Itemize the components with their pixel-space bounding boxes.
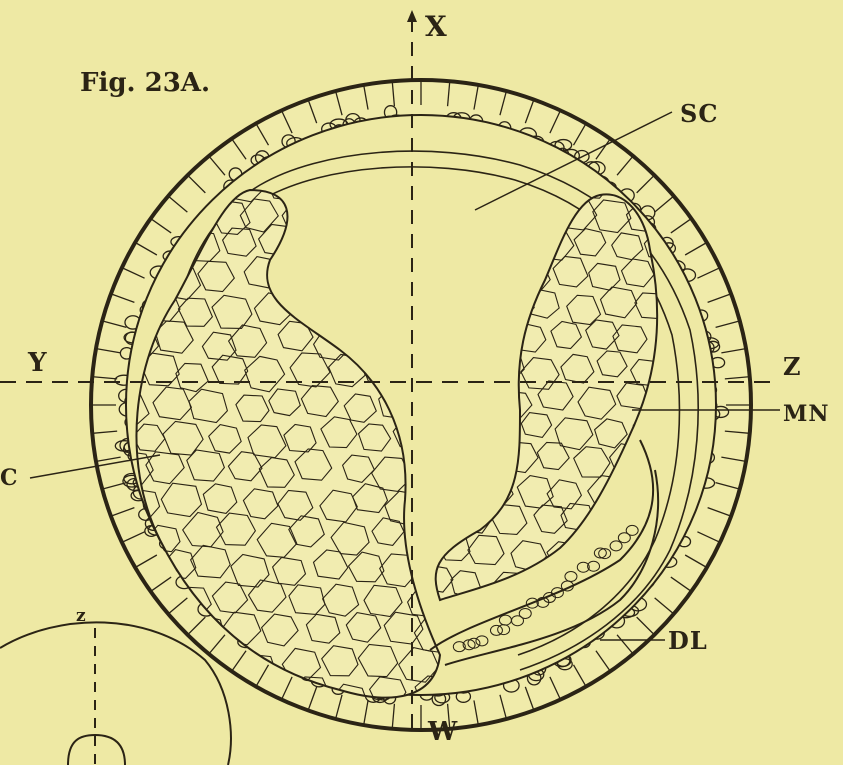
label-c: C: [0, 467, 19, 489]
axis-label-w: W: [428, 719, 458, 745]
label-mn: MN: [783, 403, 829, 425]
cell: [113, 618, 151, 650]
cell: [108, 682, 148, 716]
axis-label-z: Z: [783, 355, 802, 379]
cell: [129, 646, 162, 674]
label-dl: DL: [668, 629, 708, 653]
cell: [143, 687, 176, 714]
label-sc: SC: [680, 102, 718, 126]
cell: [220, 688, 255, 717]
axis-label-y: Y: [28, 350, 48, 376]
figure-title: Fig. 23A.: [80, 70, 210, 96]
cell: [183, 677, 223, 710]
axis-label-x: X: [425, 13, 448, 41]
inset-label-z: z: [76, 608, 87, 625]
cell: [119, 159, 157, 192]
